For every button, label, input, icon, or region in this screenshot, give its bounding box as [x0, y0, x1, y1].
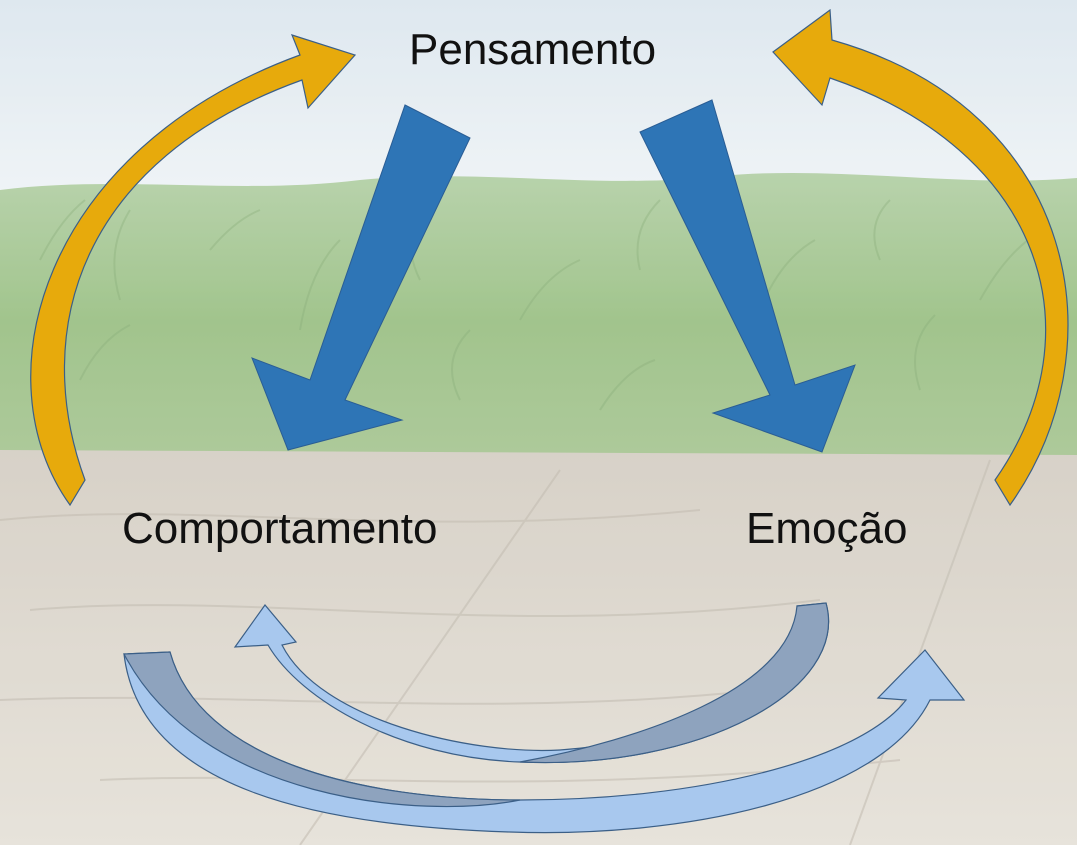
curved-arrow-emocao-to-comportamento-shade	[519, 602, 829, 764]
curved-arrow-comportamento-to-emocao	[123, 649, 966, 834]
curved-arrow-comportamento-to-pensamento	[30, 34, 357, 507]
curved-arrow-emocao-to-pensamento	[772, 8, 1069, 507]
block-arrow-pensamento-to-comportamento	[251, 104, 471, 451]
corn-leaves	[39, 199, 1036, 411]
node-label-emocao: Emoção	[746, 504, 908, 553]
curved-arrow-comportamento-to-emocao-shade	[123, 651, 521, 808]
wood-grain	[0, 459, 991, 845]
node-label-pensamento: Pensamento	[409, 25, 657, 74]
node-label-comportamento: Comportamento	[122, 504, 438, 553]
wood-table	[0, 450, 1077, 845]
curved-arrow-emocao-to-comportamento	[233, 602, 829, 764]
block-arrow-pensamento-to-emocao	[639, 99, 856, 453]
